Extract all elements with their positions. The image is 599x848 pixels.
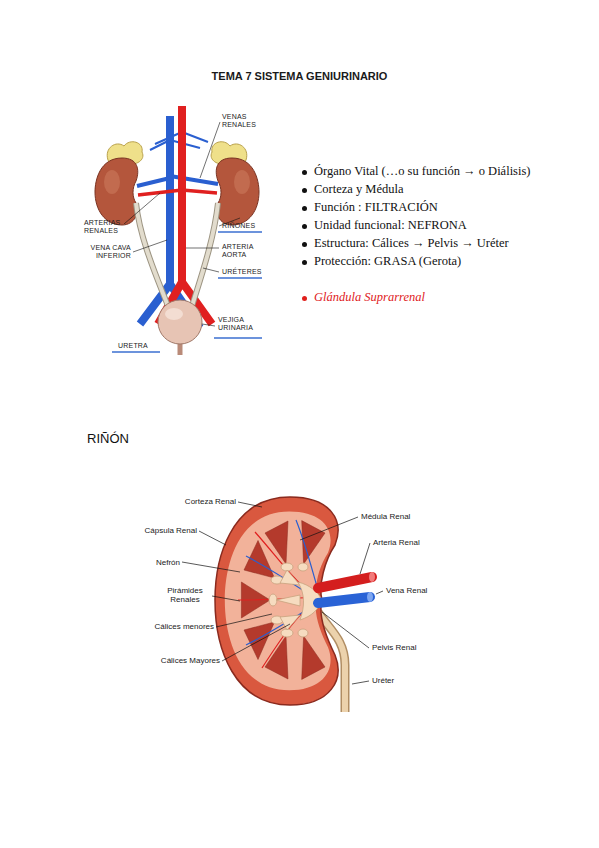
- part-label: Nefrón: [156, 558, 180, 567]
- part-label: VEJIGA URINARIA: [218, 316, 262, 332]
- part-label: Cápsula Renal: [145, 526, 197, 535]
- part-label: URETRA: [118, 342, 148, 350]
- page-title: TEMA 7 SISTEMA GENIURINARIO: [0, 70, 599, 83]
- part-label: Pirámides Renales: [160, 586, 210, 604]
- part-label: VENAS RENALES: [222, 113, 266, 129]
- part-label: Pelvis Renal: [372, 643, 416, 652]
- bullet-item: Glándula Suprarrenal: [300, 290, 425, 304]
- part-label: URÉTERES: [222, 268, 262, 276]
- bullet-item: Protección: GRASA (Gerota): [300, 254, 461, 268]
- bullet-item: Función : FILTRACIÓN: [300, 200, 438, 214]
- part-label: Cálices Mayores: [161, 656, 220, 665]
- bullet-item: Órgano Vital (…o su función → o Diálisis…: [300, 164, 530, 178]
- part-label: ARTERIAS RENALES: [84, 219, 132, 235]
- bullet-item: Estructura: Cálices → Pelvis → Uréter: [300, 236, 509, 250]
- section-heading: RIÑÓN: [87, 432, 129, 447]
- kidney-section-figure: [182, 497, 383, 712]
- urinary-system-figure: [95, 106, 262, 355]
- bullet-item: Unidad funcional: NEFRONA: [300, 218, 467, 232]
- part-label: VENA CAVA INFERIOR: [89, 244, 131, 260]
- part-label: Vena Renal: [386, 586, 427, 595]
- part-label: Arteria Renal: [373, 538, 420, 547]
- part-label: Médula Renal: [361, 512, 410, 521]
- part-label: ARTERIA AORTA: [222, 243, 264, 259]
- bullet-item: Corteza y Médula: [300, 182, 404, 196]
- part-label: Cálices menores: [154, 622, 214, 631]
- part-label: Uréter: [372, 676, 394, 685]
- part-label: Corteza Renal: [185, 497, 236, 506]
- part-label: RIÑONES: [222, 222, 255, 230]
